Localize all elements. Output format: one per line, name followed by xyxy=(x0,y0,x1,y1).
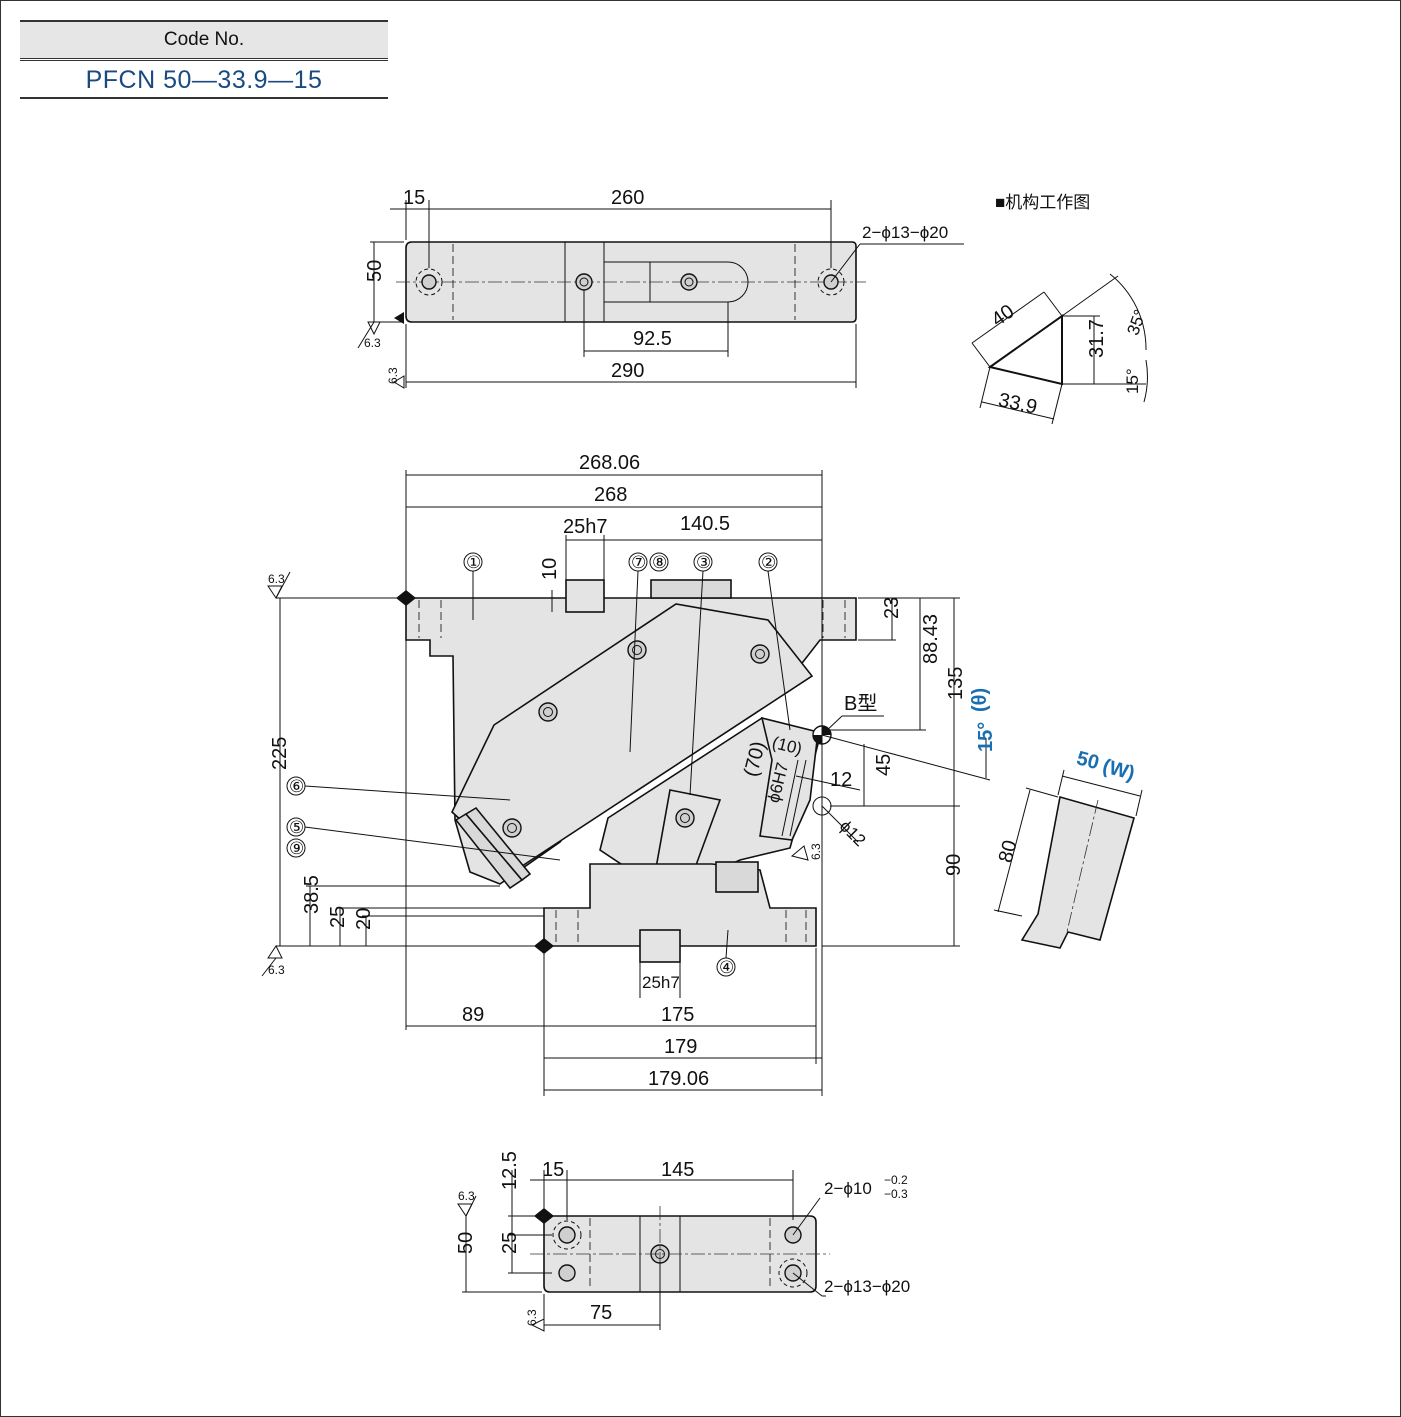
bottom-hole-note-2: 2−ϕ13−ϕ20 xyxy=(824,1277,910,1296)
top-dim-15: 15 xyxy=(403,187,425,209)
front-view: 268.06 268 25h7 140.5 10 23 88.43 135 90… xyxy=(261,452,997,1096)
balloon-9: ⑨ xyxy=(289,839,304,858)
dim-268: 268 xyxy=(594,484,627,506)
mechanism-title: ■机构工作图 xyxy=(995,193,1090,212)
dim-45: 45 xyxy=(873,754,895,776)
b-type-label: B型 xyxy=(844,692,877,715)
mechanism-sketch: ■机构工作图 40 31.7 33.9 35° 15° xyxy=(971,193,1150,425)
angle-theta: (θ) xyxy=(969,688,991,712)
lower-block xyxy=(715,861,759,893)
cam-dim-80: 80 xyxy=(995,838,1022,865)
bottom-view: 15 145 12.5 25 50 75 2−ϕ10 −0.2 −0.3 2−ϕ… xyxy=(455,1151,910,1332)
bottom-roughness-1: 6.3 xyxy=(458,1189,475,1203)
bottom-dim-75: 75 xyxy=(590,1302,612,1324)
code-label: Code No. xyxy=(20,20,388,59)
top-dim-50: 50 xyxy=(364,260,386,282)
bottom-dim-15: 15 xyxy=(542,1159,564,1181)
bottom-tol-lower: −0.3 xyxy=(884,1187,908,1201)
front-roughness-r: 6.3 xyxy=(809,843,823,860)
balloon-7: ⑦ xyxy=(631,553,646,572)
top-dim-92-5: 92.5 xyxy=(633,328,672,350)
top-roughness: 6.3 xyxy=(364,336,381,350)
cam-width: 50 xyxy=(1074,747,1101,774)
top-hole-note: 2−ϕ13−ϕ20 xyxy=(862,223,948,242)
dim-12: 12 xyxy=(830,769,852,791)
balloon-6: ⑥ xyxy=(289,777,304,796)
mech-angle-15: 15° xyxy=(1123,368,1142,394)
dim-175: 175 xyxy=(661,1004,694,1026)
dim-268-06: 268.06 xyxy=(579,452,640,474)
front-roughness-bottom: 6.3 xyxy=(268,963,285,977)
top-dim-290: 290 xyxy=(611,360,644,382)
cam-width-body xyxy=(1020,795,1135,949)
bottom-tol-upper: −0.2 xyxy=(884,1173,908,1187)
mech-dim-33-9: 33.9 xyxy=(996,389,1039,419)
top-block-8 xyxy=(650,579,732,599)
dim-25h7: 25h7 xyxy=(563,516,608,538)
lower-key xyxy=(639,929,681,963)
bottom-roughness-2: 6.3 xyxy=(525,1309,539,1326)
dim-225: 225 xyxy=(269,737,291,770)
bottom-dim-145: 145 xyxy=(661,1159,694,1181)
dim-179: 179 xyxy=(664,1036,697,1058)
code-number-box: Code No. PFCN 50—33.9—15 xyxy=(20,20,388,99)
top-roughness-2: 6.3 xyxy=(386,367,400,384)
top-dim-260: 260 xyxy=(611,187,644,209)
guide-rail-9 xyxy=(464,806,532,882)
dim-25: 25 xyxy=(327,906,349,928)
bottom-dim-25: 25 xyxy=(499,1232,521,1254)
angle-15: 15° xyxy=(975,722,997,752)
cam-width-symbol: (W) xyxy=(1100,755,1137,785)
dim-179-06: 179.06 xyxy=(648,1068,709,1090)
balloon-1: ① xyxy=(466,553,481,572)
code-value: PFCN 50—33.9—15 xyxy=(20,60,388,99)
bottom-dim-12-5: 12.5 xyxy=(499,1151,521,1190)
dim-88-43: 88.43 xyxy=(920,614,942,664)
dim-90: 90 xyxy=(943,854,965,876)
upper-key xyxy=(565,579,605,613)
slide-plate-7 xyxy=(451,603,814,872)
front-roughness-top: 6.3 xyxy=(268,572,285,586)
bottom-dim-50: 50 xyxy=(455,1232,477,1254)
dim-135: 135 xyxy=(945,667,967,700)
balloon-4: ④ xyxy=(719,958,734,977)
mech-dim-31-7: 31.7 xyxy=(1086,319,1108,358)
balloon-3: ③ xyxy=(696,553,711,572)
dim-38-5: 38.5 xyxy=(301,875,323,914)
mech-angle-35: 35° xyxy=(1123,307,1150,338)
balloon-2: ② xyxy=(761,553,776,572)
dim-140-5: 140.5 xyxy=(680,513,730,535)
mechanism-triangle xyxy=(987,314,1063,386)
top-view: 15 260 50 92.5 290 2−ϕ13−ϕ20 6.3 6.3 xyxy=(357,187,964,389)
bottom-hole-note-1: 2−ϕ10 xyxy=(824,1179,872,1198)
balloon-8: ⑧ xyxy=(652,553,667,572)
dim-20: 20 xyxy=(353,908,375,930)
dim-23: 23 xyxy=(881,597,903,619)
dim-25h7-b: 25h7 xyxy=(642,973,680,992)
dim-89: 89 xyxy=(462,1004,484,1026)
mech-dim-40: 40 xyxy=(988,300,1019,331)
cam-width-view: 50 (W) 80 xyxy=(993,747,1143,949)
dim-10: 10 xyxy=(539,558,561,580)
dim-phi12: ϕ12 xyxy=(836,817,870,851)
balloon-5: ⑤ xyxy=(289,818,304,837)
